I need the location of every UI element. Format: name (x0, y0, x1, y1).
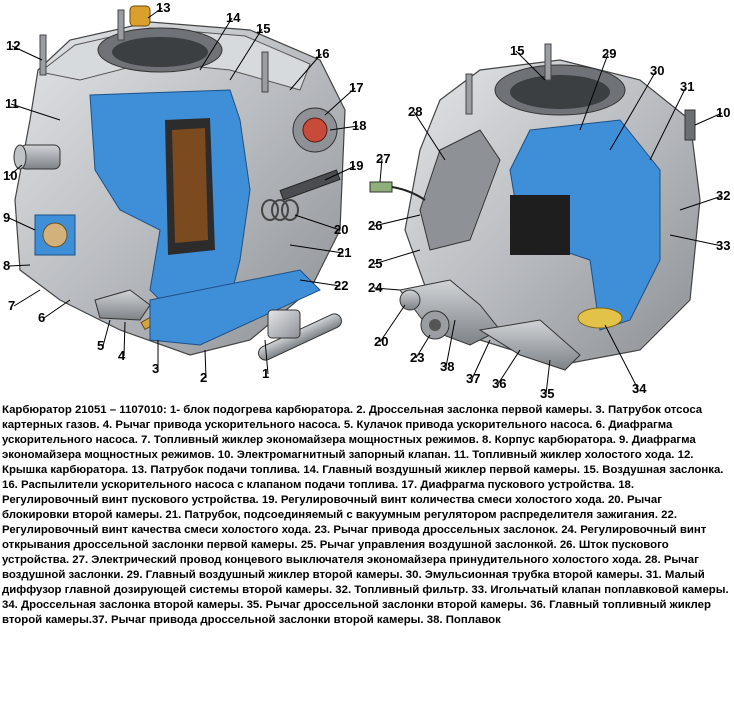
right-callout-leader-31 (649, 86, 687, 161)
left-callout-leader-6 (43, 299, 71, 319)
left-callout-leader-9 (8, 217, 36, 231)
left-callout-leader-8 (8, 264, 31, 267)
left-callout-label-10: 10 (3, 168, 17, 183)
right-callout-leader-38 (445, 319, 456, 368)
left-callout-label-19: 19 (349, 158, 363, 173)
left-callout-leader-2 (204, 349, 207, 379)
right-callout-leader-32 (679, 195, 723, 211)
right-callout-label-26: 26 (368, 218, 382, 233)
left-callout-leader-20 (294, 214, 341, 231)
right-callout-label-25: 25 (368, 256, 382, 271)
left-callout-label-14: 14 (226, 10, 241, 25)
left-callout-leader-21 (289, 244, 344, 254)
left-callout-leader-19 (324, 165, 356, 181)
left-callout-leader-14 (199, 17, 233, 71)
left-callout-leader-13 (147, 7, 163, 19)
right-callout-label-27: 27 (376, 151, 390, 166)
right-callout-leader-36 (497, 349, 521, 385)
right-callout-leader-24 (373, 287, 401, 291)
left-callout-label-6: 6 (38, 310, 45, 325)
left-callout-label-12: 12 (6, 38, 20, 53)
left-carburetor (13, 5, 346, 361)
left-callout-leader-4 (123, 321, 126, 357)
right-callout-label-15: 15 (510, 43, 524, 58)
left-callout-leader-16 (289, 53, 322, 91)
left-callout-label-22: 22 (334, 278, 348, 293)
left-callout-leader-7 (13, 289, 41, 307)
left-callout-label-15: 15 (256, 21, 270, 36)
right-callout-leader-20 (379, 304, 406, 343)
left-callout-label-5: 5 (97, 338, 104, 353)
left-callout-leader-11 (10, 103, 61, 121)
left-callout-leader-12 (11, 45, 43, 61)
right-callout-leader-25 (373, 249, 421, 265)
right-callout-leader-35 (545, 359, 551, 395)
right-callout-label-33: 33 (716, 238, 730, 253)
left-callout-leader-10 (8, 164, 23, 177)
right-callout-label-31: 31 (680, 79, 694, 94)
left-callout-label-7: 7 (8, 298, 15, 313)
left-callout-label-18: 18 (352, 118, 366, 133)
right-callout-leader-34 (604, 324, 639, 390)
right-callout-label-24: 24 (368, 280, 383, 295)
left-callout-label-8: 8 (3, 258, 10, 273)
left-callout-leader-17 (324, 87, 356, 116)
right-callout-leader-37 (471, 339, 491, 380)
right-callout-label-35: 35 (540, 386, 554, 400)
left-callout-label-17: 17 (349, 80, 363, 95)
left-callout-label-21: 21 (337, 245, 351, 260)
right-callout-leader-10 (694, 112, 723, 126)
right-callout-label-32: 32 (716, 188, 730, 203)
right-callout-leader-28 (413, 111, 446, 161)
left-callout-label-2: 2 (200, 370, 207, 385)
right-callout-label-37: 37 (466, 371, 480, 386)
right-callout-leader-26 (373, 214, 421, 227)
left-callout-leader-22 (299, 279, 341, 287)
left-callout-leader-1 (264, 339, 269, 375)
right-callout-label-20: 20 (374, 334, 388, 349)
left-callout-leader-18 (329, 125, 359, 131)
right-callout-label-28: 28 (408, 104, 422, 119)
left-callout-label-1: 1 (262, 366, 269, 381)
right-callout-leader-23 (415, 334, 431, 359)
right-callout-label-29: 29 (602, 46, 616, 61)
right-callout-label-38: 38 (440, 359, 454, 374)
left-callout-label-9: 9 (3, 210, 10, 225)
left-callout-label-20: 20 (334, 222, 348, 237)
right-callout-leader-30 (609, 70, 657, 151)
right-carburetor (369, 43, 701, 371)
left-callout-leader-5 (102, 319, 111, 347)
right-callout-leader-33 (669, 234, 723, 247)
left-callout-label-16: 16 (315, 46, 329, 61)
left-callout-label-4: 4 (118, 348, 126, 363)
left-callout-label-3: 3 (152, 361, 159, 376)
right-callout-label-30: 30 (650, 63, 664, 78)
right-callout-label-36: 36 (492, 376, 506, 391)
left-callout-leader-15 (229, 28, 263, 81)
right-callouts: 10 15 20 23 24 25 26 27 28 29 30 31 32 33 34 35 36 37 38 (368, 43, 730, 400)
right-callout-label-10: 10 (716, 105, 730, 120)
right-callout-label-34: 34 (632, 381, 647, 396)
left-callout-label-11: 11 (5, 96, 19, 111)
left-callout-label-13: 13 (156, 0, 170, 15)
figure-caption: Карбюратор 21051 – 1107010: 1- блок подо… (2, 404, 729, 626)
right-callout-label-23: 23 (410, 350, 424, 365)
right-callout-leader-15 (515, 50, 546, 81)
right-callout-leader-29 (579, 53, 609, 131)
right-callout-leader-27 (379, 158, 383, 183)
